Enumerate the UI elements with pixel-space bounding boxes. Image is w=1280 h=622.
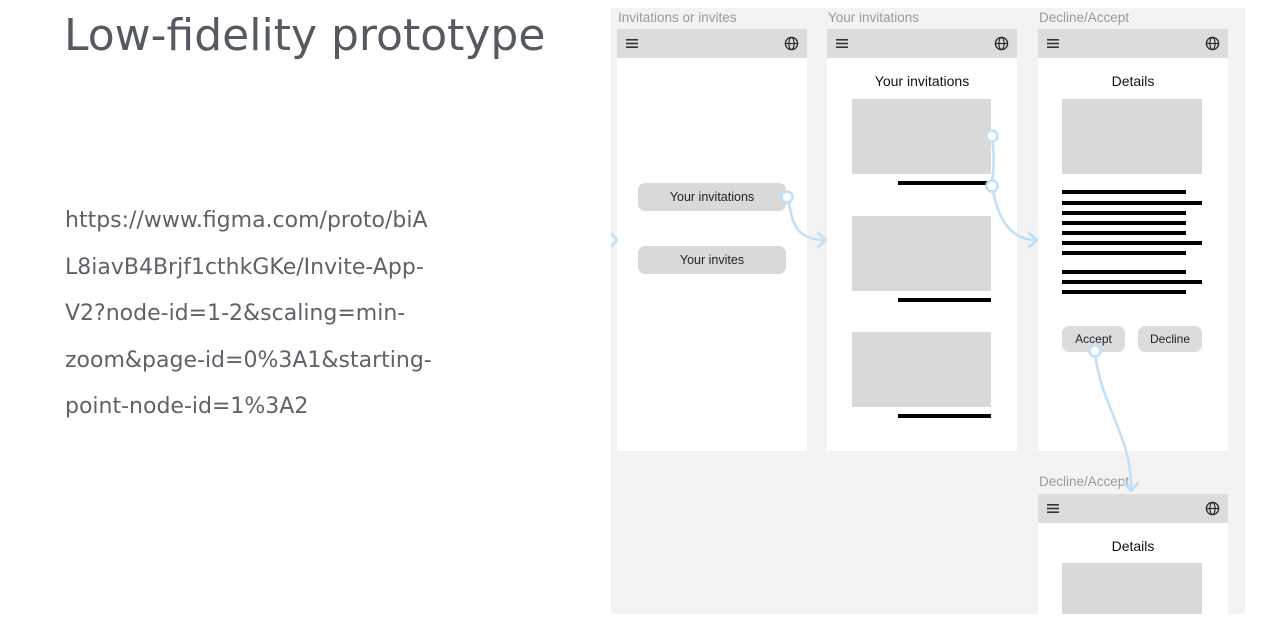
frame-your-invitations: Your invitations — [827, 29, 1017, 451]
prototype-link[interactable]: https://www.figma.com/proto/biA L8iavB4B… — [65, 198, 485, 431]
hamburger-menu-icon[interactable] — [1047, 38, 1059, 49]
accept-button[interactable]: Accept — [1062, 326, 1125, 352]
globe-icon[interactable] — [994, 36, 1009, 51]
top-bar — [617, 29, 807, 58]
globe-icon[interactable] — [784, 36, 799, 51]
your-invites-button[interactable]: Your invites — [638, 246, 786, 274]
hamburger-menu-icon[interactable] — [836, 38, 848, 49]
details-image-placeholder — [1062, 99, 1202, 174]
globe-icon[interactable] — [1205, 501, 1220, 516]
invitation-card-placeholder[interactable] — [852, 332, 991, 407]
text-line-placeholder — [898, 181, 991, 185]
frame-label-decline-accept-2: Decline/Accept — [1039, 474, 1130, 489]
screen-title: Details — [1111, 73, 1155, 89]
connector-origin-dot — [985, 129, 999, 143]
decline-button[interactable]: Decline — [1138, 326, 1202, 352]
text-line-placeholder — [1062, 221, 1186, 225]
text-line-placeholder — [1062, 290, 1186, 294]
connector-origin-dot — [780, 190, 794, 204]
details-image-placeholder — [1062, 563, 1202, 614]
text-line-placeholder — [1062, 241, 1202, 245]
prototype-link-line: zoom&page-id=0%3A1&starting- — [65, 347, 432, 373]
prototype-link-line: V2?node-id=1-2&scaling=min- — [65, 301, 406, 326]
connector-arrow-icon — [1027, 231, 1039, 249]
top-bar — [1038, 29, 1228, 58]
text-line-placeholder — [898, 298, 991, 302]
hamburger-menu-icon[interactable] — [1047, 503, 1059, 514]
connector-line — [1093, 350, 1133, 491]
text-line-placeholder — [1062, 251, 1186, 255]
prototype-link-line: https://www.figma.com/proto/biA — [65, 208, 428, 233]
hamburger-menu-icon[interactable] — [626, 38, 638, 49]
slide-title: Low-fidelity prototype — [64, 10, 546, 61]
top-bar — [827, 29, 1017, 58]
prototype-connectors — [611, 129, 1140, 493]
text-line-placeholder — [1062, 280, 1202, 284]
text-line-placeholder — [1062, 190, 1186, 194]
figma-prototype-canvas: Invitations or invites Your invitations … — [611, 8, 1245, 614]
your-invitations-button[interactable]: Your invitations — [638, 183, 786, 211]
connector-arrow-icon — [816, 231, 828, 249]
screen-title: Details — [1111, 538, 1155, 554]
top-bar — [1038, 494, 1228, 523]
connector-arrow-icon — [1122, 481, 1140, 493]
entry-arrow-icon — [611, 232, 619, 248]
frame-decline-accept-2: Details — [1038, 494, 1228, 614]
frame-decline-accept: Details Accept Decline — [1038, 29, 1228, 451]
text-line-placeholder — [898, 414, 991, 418]
connector-origin-dot — [985, 179, 999, 193]
invitation-card-placeholder[interactable] — [852, 99, 991, 174]
connector-origin-dot — [1088, 344, 1102, 358]
text-line-placeholder — [1062, 201, 1202, 205]
frame-label-invitations-or-invites: Invitations or invites — [618, 10, 737, 25]
prototype-link-line: point-node-id=1%3A2 — [65, 394, 309, 419]
frame-label-decline-accept: Decline/Accept — [1039, 10, 1130, 25]
globe-icon[interactable] — [1205, 36, 1220, 51]
frame-label-your-invitations: Your invitations — [828, 10, 920, 25]
text-line-placeholder — [1062, 270, 1186, 274]
frame-invitations-or-invites: Your invitations Your invites — [617, 29, 807, 451]
invitation-card-placeholder[interactable] — [852, 216, 991, 291]
prototype-link-line: L8iavB4Brjf1cthkGKe/Invite-App- — [65, 254, 424, 280]
text-line-placeholder — [1062, 231, 1186, 235]
connector-line — [990, 185, 1037, 242]
text-line-placeholder — [1062, 211, 1186, 215]
screen-title: Your invitations — [874, 73, 970, 89]
